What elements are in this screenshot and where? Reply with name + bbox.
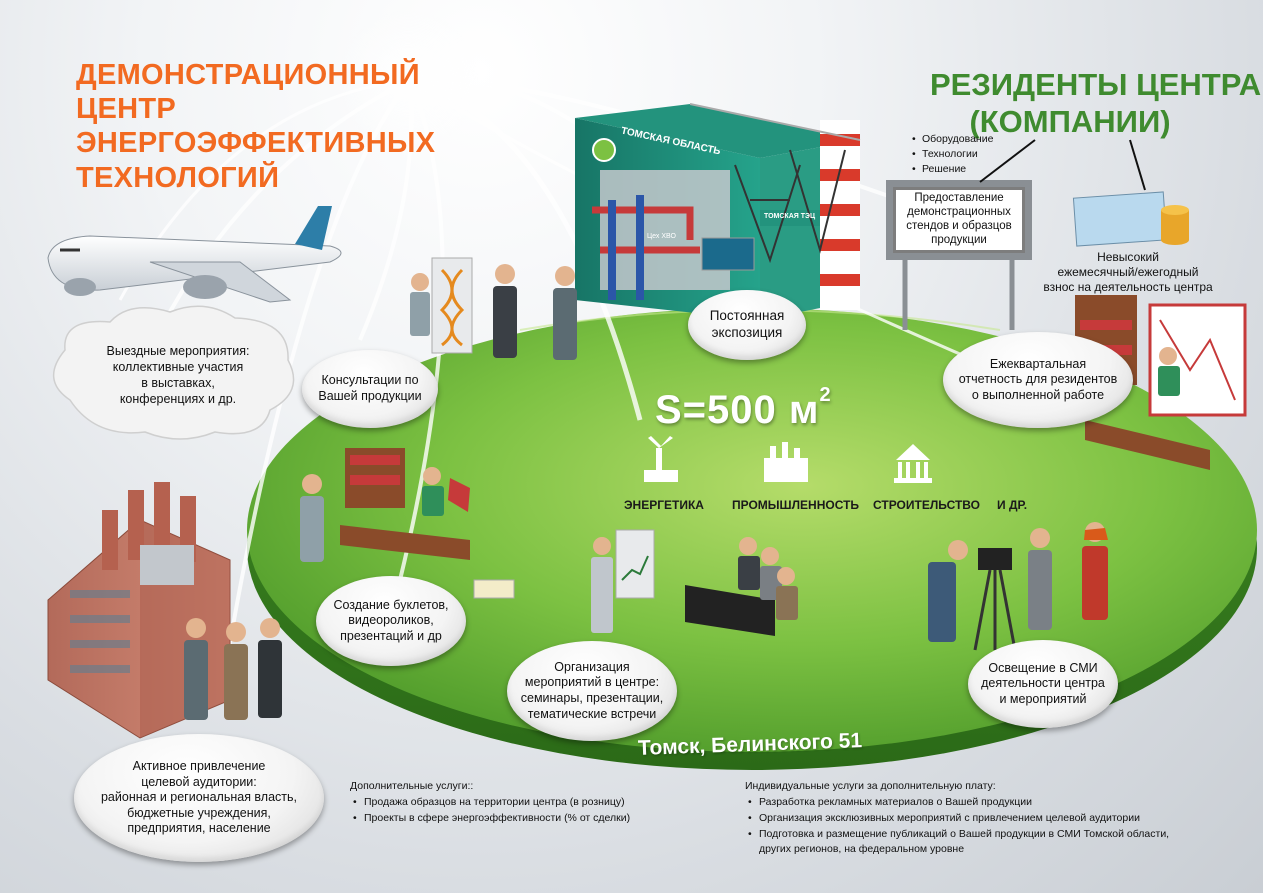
sector-label-industry: ПРОМЫШЛЕННОСТЬ	[732, 498, 860, 512]
people-group-consulting	[410, 264, 577, 360]
media-scene	[928, 522, 1108, 651]
membership-fee-note: Невысокий ежемесячный/ежегодный взнос на…	[1028, 250, 1228, 295]
audience-bubble: Активное привлечение целевой аудитории: …	[74, 734, 324, 862]
seminar-scene	[591, 529, 798, 636]
events-text: Организация мероприятий в центре: семина…	[520, 659, 664, 721]
additional-service-item: Продажа образцов на территории центра (в…	[353, 795, 630, 811]
sector-label-other: И ДР.	[997, 498, 1028, 512]
residents-title-line-2: (КОМПАНИИ)	[969, 104, 1171, 140]
center-title-line-3: ТЕХНОЛОГИЙ	[76, 161, 280, 194]
booklets-text: Создание буклетов, видеороликов, презент…	[333, 597, 449, 643]
sector-label-construction: СТРОИТЕЛЬСТВО	[873, 498, 980, 512]
media-text: Освещение в СМИ деятельности центра и ме…	[981, 660, 1105, 706]
resident-offer-item: Оборудование	[912, 132, 993, 147]
money-stack-icon	[1072, 191, 1189, 247]
paid-service-item: Разработка рекламных материалов о Вашей …	[748, 795, 1169, 811]
reporting-bubble: Ежеквартальная отчетность для резидентов…	[943, 332, 1133, 428]
events-bubble: Организация мероприятий в центре: семина…	[507, 641, 677, 741]
reporting-office	[1075, 295, 1247, 470]
fee-line-2: ежемесячный/ежегодный	[1057, 265, 1199, 279]
energy-sector-icon	[644, 436, 678, 482]
dna-display-board	[431, 257, 473, 354]
residents-title: РЕЗИДЕНТЫ ЦЕНТРА (КОМПАНИИ)	[930, 66, 1262, 140]
stand-sign-a: Цех ХВО	[647, 233, 676, 240]
paid-service-item: Организация эксклюзивных мероприятий с п…	[748, 811, 1169, 827]
area-value: S=500 м	[655, 388, 820, 432]
consulting-text: Консультации по Вашей продукции	[318, 373, 422, 403]
paid-service-item-continued: других регионов, на федеральном уровне	[759, 843, 965, 856]
paid-services-title: Индивидуальные услуги за дополнительную …	[745, 780, 996, 792]
media-bubble: Освещение в СМИ деятельности центра и ме…	[968, 640, 1118, 728]
additional-services: Дополнительные услуги:: Продажа образцов…	[350, 780, 630, 827]
exposition-text: Постоянная экспозиция	[709, 308, 785, 340]
arrow-to-money	[1129, 139, 1146, 191]
center-title-line-2: ЭНЕРГОЭФФЕКТИВНЫХ	[76, 127, 436, 160]
airplane-icon	[47, 206, 342, 303]
fee-line-3: взнос на деятельность центра	[1043, 280, 1213, 294]
factory-building	[47, 482, 282, 739]
exposition-bubble: Постоянная экспозиция	[688, 290, 806, 360]
outreach-bubble: Выездные мероприятия: коллективные участ…	[52, 314, 304, 436]
residents-title-line-1: РЕЗИДЕНТЫ ЦЕНТРА	[930, 67, 1262, 102]
audience-text: Активное привлечение целевой аудитории: …	[100, 758, 297, 836]
resident-signboard-text: Предоставление демонстрационных стендов …	[906, 192, 1012, 246]
resident-offer-item: Решение	[912, 162, 993, 177]
resident-offer-item: Технологии	[912, 147, 993, 162]
paid-service-item: Подготовка и размещение публикаций о Ваш…	[748, 827, 1169, 843]
exhibition-stand	[575, 103, 861, 320]
resident-signboard: Предоставление демонстрационных стендов …	[893, 187, 1025, 253]
construction-sector-icon	[894, 444, 932, 483]
consulting-bubble: Консультации по Вашей продукции	[302, 350, 438, 428]
stand-sign-b: ТОМСКАЯ ТЭЦ	[764, 213, 816, 220]
additional-service-item: Проекты в сфере энергоэффективности (% о…	[353, 811, 630, 827]
center-title-line-1: ДЕМОНСТРАЦИОННЫЙ ЦЕНТР	[76, 59, 420, 126]
office-booklets	[300, 448, 515, 599]
paid-services: Индивидуальные услуги за дополнительную …	[745, 780, 1169, 858]
area-label: S=500 м2	[655, 384, 832, 433]
center-title: ДЕМОНСТРАЦИОННЫЙ ЦЕНТР ЭНЕРГОЭФФЕКТИВНЫХ…	[76, 58, 456, 195]
industry-sector-icon	[764, 442, 808, 482]
sector-label-energy: ЭНЕРГЕТИКА	[624, 498, 704, 512]
fee-line-1: Невысокий	[1097, 250, 1159, 264]
outreach-text: Выездные мероприятия: коллективные участ…	[106, 343, 250, 407]
reporting-text: Ежеквартальная отчетность для резидентов…	[958, 356, 1118, 402]
area-superscript: 2	[819, 384, 832, 406]
outreach-cloud-shape	[52, 305, 295, 440]
resident-offer-list: Оборудование Технологии Решение	[912, 132, 993, 178]
booklets-bubble: Создание буклетов, видеороликов, презент…	[316, 576, 466, 666]
additional-services-title: Дополнительные услуги::	[350, 780, 474, 792]
